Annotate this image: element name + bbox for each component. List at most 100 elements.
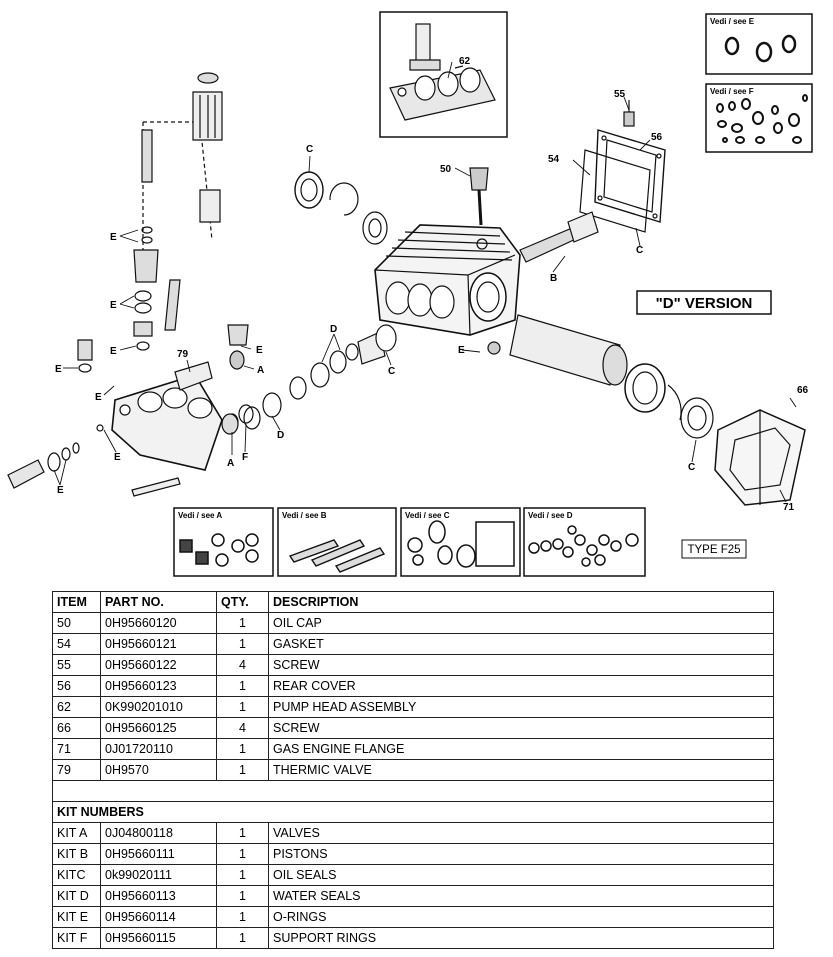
kit-row: KIT D 0H95660113 1 WATER SEALS [52,885,774,907]
version-label: "D" VERSION [656,295,753,312]
blank-cell [52,780,774,802]
engine-flange [714,409,806,506]
callout-79: 79 [177,349,189,360]
letter-e-2: E [110,232,117,243]
cell-part-no: 0H95660115 [100,927,217,949]
cell-description: GAS ENGINE FLANGE [268,738,774,760]
table-row: 54 0H95660121 1 GASKET [52,633,774,655]
header-part-no: PART NO. [100,591,217,613]
letter-e-9: E [256,345,263,356]
cell-qty: 1 [216,612,269,634]
cell-part-no: 0J04800118 [100,822,217,844]
piston [519,211,599,263]
cell-part-no: 0H9570 [100,759,217,781]
letter-b: B [550,273,557,284]
letter-a-1: A [257,365,264,376]
type-label: TYPE F25 [687,544,740,556]
cell-kit: KIT A [52,822,101,844]
cell-part-no: 0H95660125 [100,717,217,739]
letter-e-1: E [458,345,465,356]
table-row: 66 0H95660125 4 SCREW [52,717,774,739]
cell-kit: KIT F [52,927,101,949]
oil-cap [469,167,489,226]
cell-description: OIL CAP [268,612,774,634]
cell-description: SCREW [268,717,774,739]
cell-description: WATER SEALS [268,885,774,907]
parts-table: ITEM PART NO. QTY. DESCRIPTION 50 0H9566… [52,591,774,949]
letter-c-3: C [388,366,395,377]
cell-description: OIL SEALS [268,864,774,886]
kit-box-f-title: Vedi / see F [710,87,754,96]
header-qty: QTY. [216,591,269,613]
letter-e-3: E [110,300,117,311]
cell-item: 55 [52,654,101,676]
cell-description: PISTONS [268,843,774,865]
kit-box-d-title: Vedi / see D [528,511,573,520]
cell-kit: KIT B [52,843,101,865]
table-row: 50 0H95660120 1 OIL CAP [52,612,774,634]
kit-f-inset [705,83,813,153]
cell-qty: 1 [216,738,269,760]
header-item: ITEM [52,591,101,613]
kit-row: KIT A 0J04800118 1 VALVES [52,822,774,844]
crankshaft [509,314,714,439]
kit-row: KITC 0k99020111 1 OIL SEALS [52,864,774,886]
letter-a-2: A [227,458,234,469]
cell-part-no: 0H95660122 [100,654,217,676]
callout-50: 50 [440,164,452,175]
cell-kit: KITC [52,864,101,886]
cell-part-no: 0K990201010 [100,696,217,718]
manifold [7,324,254,497]
callout-54: 54 [548,154,560,165]
callout-55: 55 [614,89,626,100]
table-row: 71 0J01720110 1 GAS ENGINE FLANGE [52,738,774,760]
cell-qty: 4 [216,717,269,739]
callout-56: 56 [651,132,663,143]
kit-row: KIT F 0H95660115 1 SUPPORT RINGS [52,927,774,949]
pump-head-inset [379,11,508,138]
cell-part-no: 0H95660123 [100,675,217,697]
cell-description: THERMIC VALVE [268,759,774,781]
kit-box-e-title: Vedi / see E [710,17,755,26]
cell-part-no: 0H95660113 [100,885,217,907]
water-seals-row [225,324,501,431]
callout-66: 66 [797,385,809,396]
version-box [636,290,772,315]
cell-description: SCREW [268,654,774,676]
exploded-pump-diagram: "D" VERSION TYPE F25 Vedi / see A Vedi /… [7,11,813,577]
cell-item: 79 [52,759,101,781]
letter-d-1: D [330,324,337,335]
kit-box-a-title: Vedi / see A [178,511,222,520]
kit-numbers-heading: KIT NUMBERS [52,801,774,823]
letter-f: F [242,452,248,463]
cell-qty: 1 [216,927,269,949]
cell-part-no: 0k99020111 [100,864,217,886]
cell-qty: 1 [216,696,269,718]
letter-e-7: E [114,452,121,463]
cell-part-no: 0H95660121 [100,633,217,655]
cell-qty: 1 [216,633,269,655]
kit-e-inset [705,13,813,75]
cell-description: O-RINGS [268,906,774,928]
letter-e-6: E [95,392,102,403]
cell-item: 56 [52,675,101,697]
letter-d-2: D [277,430,284,441]
cell-item: 62 [52,696,101,718]
oil-seals-upper [294,171,388,245]
header-description: DESCRIPTION [268,591,774,613]
cell-part-no: 0J01720110 [100,738,217,760]
cell-item: 66 [52,717,101,739]
table-row: 62 0K990201010 1 PUMP HEAD ASSEMBLY [52,696,774,718]
cell-description: VALVES [268,822,774,844]
table-row: 55 0H95660122 4 SCREW [52,654,774,676]
callout-62: 62 [459,56,471,67]
letter-c-4: C [688,462,695,473]
cell-description: PUMP HEAD ASSEMBLY [268,696,774,718]
cell-item: 50 [52,612,101,634]
cell-part-no: 0H95660111 [100,843,217,865]
leader-lines [53,61,797,503]
unloader-stack [77,72,223,373]
type-box [681,539,747,559]
blank-row [52,780,774,802]
kit-box-b-title: Vedi / see B [282,511,327,520]
